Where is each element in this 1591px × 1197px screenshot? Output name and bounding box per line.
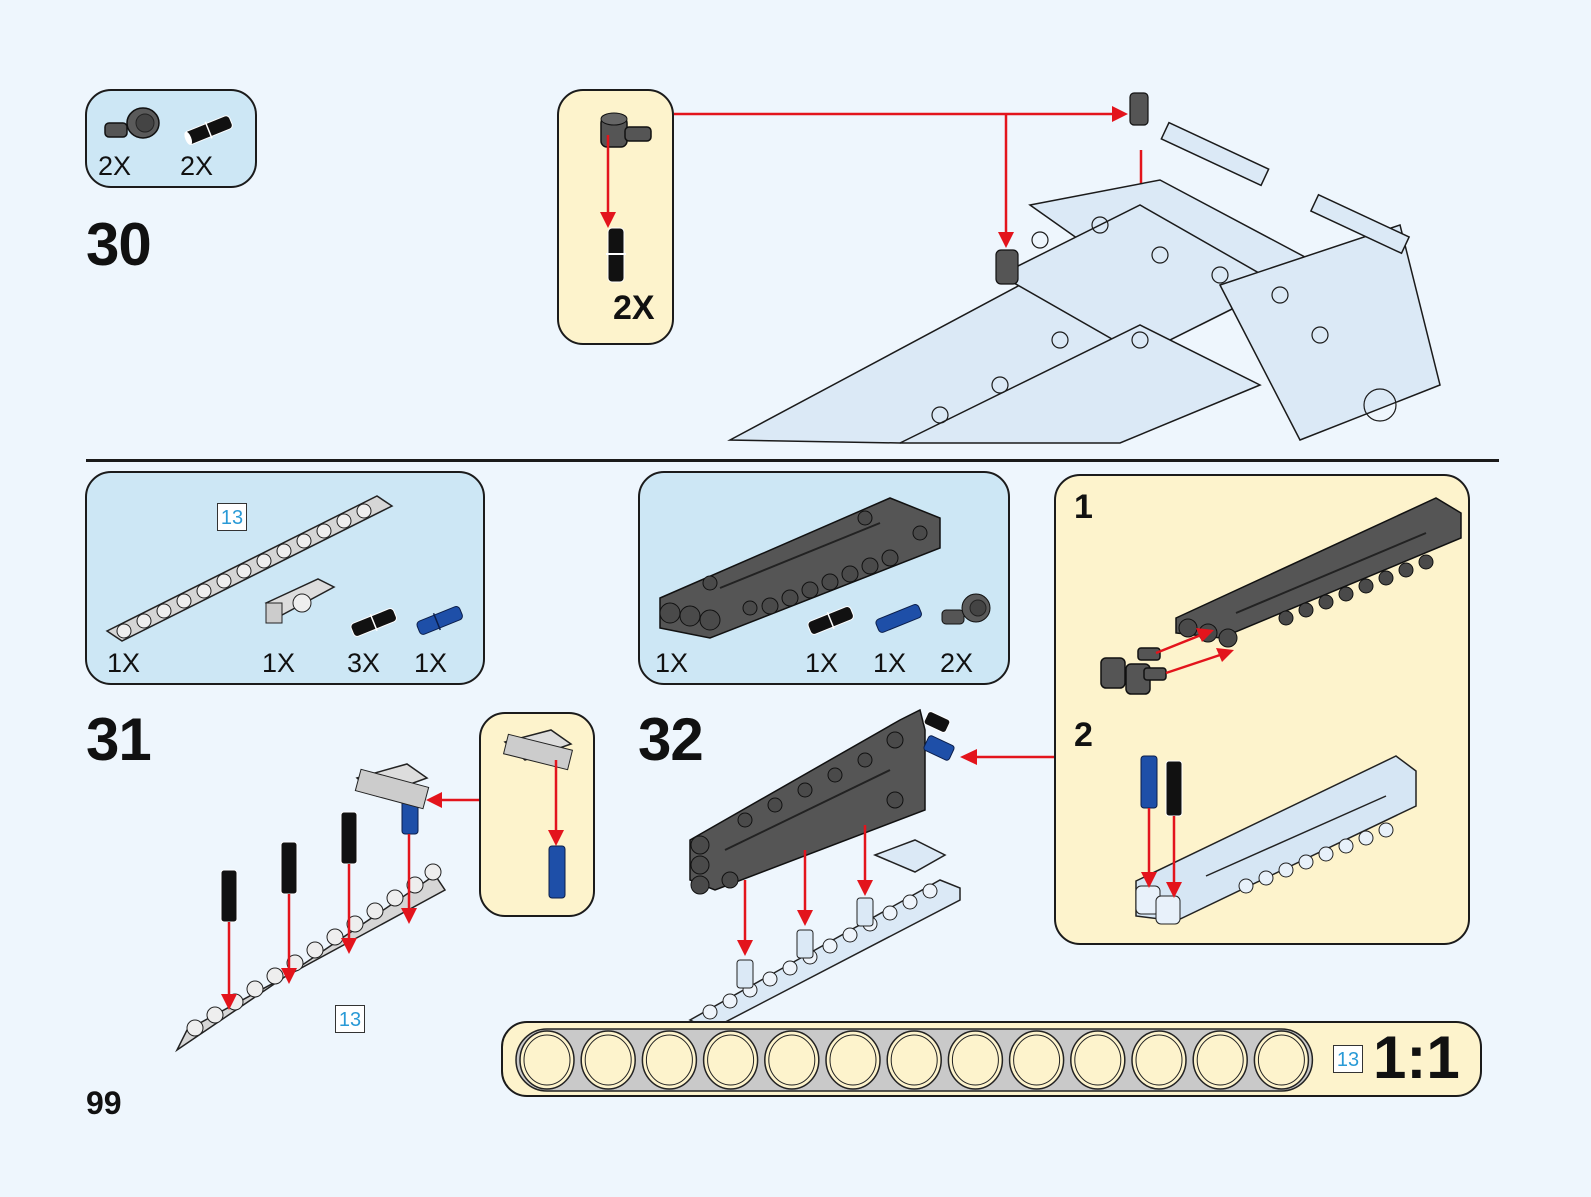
scale-label: 1:1 xyxy=(1373,1024,1460,1091)
friction-pin xyxy=(923,711,951,733)
part-qty: 1X xyxy=(873,648,907,678)
ruler-hole-rim xyxy=(523,1034,571,1086)
part-qty: 2X xyxy=(98,151,132,181)
friction-pin-icon xyxy=(606,227,626,283)
step-number: 30 xyxy=(86,211,152,278)
beam-3-icon xyxy=(264,578,336,624)
ruler-hole-rim xyxy=(707,1034,755,1086)
ruler-hole xyxy=(1192,1030,1248,1090)
step30-callout-box: 2X xyxy=(557,89,674,345)
ruler-hole xyxy=(825,1030,881,1090)
step31-assembly xyxy=(175,763,447,1053)
step-number: 31 xyxy=(86,706,152,773)
ruler-hole-rim xyxy=(1135,1034,1183,1086)
step32-assembly xyxy=(688,708,961,1031)
panel-icon xyxy=(659,497,941,639)
step31-parts-box: 13 1X 1X 3X 1X xyxy=(85,471,485,685)
ruler-hole xyxy=(1253,1030,1310,1090)
ruler-length-tag: 13 xyxy=(1333,1045,1363,1073)
beam-3-placed xyxy=(354,763,430,810)
length-tag: 13 xyxy=(335,1005,365,1033)
section-divider xyxy=(86,459,1499,462)
step30-model-illustration xyxy=(727,92,1441,444)
ruler-hole xyxy=(1008,1030,1065,1090)
part-qty: 1X xyxy=(107,648,141,678)
part-qty: 1X xyxy=(805,648,839,678)
axle-pin-blue-icon xyxy=(875,604,922,633)
part-qty: 2X xyxy=(940,648,974,678)
part-qty: 1X xyxy=(262,648,296,678)
step32-callout-box: 1 2 xyxy=(1054,474,1470,945)
sub-step-number: 1 xyxy=(1074,488,1093,526)
part-qty: 2X xyxy=(180,151,214,181)
friction-pin-icon xyxy=(350,608,397,637)
ruler-hole xyxy=(886,1030,942,1090)
ruler-hole-rim xyxy=(951,1034,999,1086)
ruler-hole-rim xyxy=(645,1034,693,1086)
page-number: 99 xyxy=(86,1085,122,1121)
double-angle-connector xyxy=(1100,647,1167,695)
step30-parts-box: 2X 2X xyxy=(85,89,257,188)
ruler-hole xyxy=(1131,1030,1187,1090)
step31-callout-box xyxy=(479,712,595,917)
ruler-hole xyxy=(641,1030,698,1090)
ruler-hole-rim xyxy=(584,1034,632,1086)
part-qty: 1X xyxy=(414,648,448,678)
callout-qty: 2X xyxy=(613,289,655,327)
ruler-hole xyxy=(764,1030,820,1090)
angle-connector-icon xyxy=(941,593,991,625)
ruler-hole-rim xyxy=(1196,1034,1244,1086)
friction-pin-icon xyxy=(807,606,854,635)
ruler-hole xyxy=(702,1030,759,1090)
sub-step2-illustration xyxy=(1135,755,1417,925)
step32-parts-box: 1X 1X 1X 2X xyxy=(638,471,1010,685)
step-number: 32 xyxy=(638,706,704,773)
blue-axle-pin xyxy=(1140,755,1158,809)
blue-axle-pin xyxy=(923,735,955,761)
friction-pin-icon xyxy=(184,115,233,145)
part-qty: 3X xyxy=(347,648,381,678)
angle-connector-placed xyxy=(995,92,1149,285)
ruler-hole xyxy=(580,1030,636,1090)
ruler-hole-rim xyxy=(1257,1034,1305,1086)
angle-connector-icon xyxy=(104,107,160,139)
beam-13-icon xyxy=(105,495,394,642)
ruler-hole xyxy=(519,1030,575,1090)
sub-step1-illustration xyxy=(1100,497,1462,695)
axle-pin-blue-icon xyxy=(548,845,566,899)
ruler-hole-rim xyxy=(1074,1034,1122,1086)
part-qty: 1X xyxy=(655,648,689,678)
beam-ruler xyxy=(515,1028,1314,1092)
angle-connector-icon xyxy=(600,112,652,148)
ruler-box: 13 1:1 xyxy=(501,1021,1482,1097)
length-tag: 13 xyxy=(217,503,247,531)
ruler-hole xyxy=(947,1030,1004,1090)
ruler-hole-rim xyxy=(890,1034,938,1086)
ruler-hole xyxy=(1070,1030,1126,1090)
friction-pin xyxy=(1165,760,1183,817)
beam-3-icon xyxy=(502,729,574,771)
ruler-hole-rim xyxy=(768,1034,816,1086)
ruler-hole-rim xyxy=(829,1034,877,1086)
sub-step-number: 2 xyxy=(1074,716,1093,754)
ruler-hole-rim xyxy=(1013,1034,1061,1086)
axle-pin-blue-icon xyxy=(416,606,463,635)
